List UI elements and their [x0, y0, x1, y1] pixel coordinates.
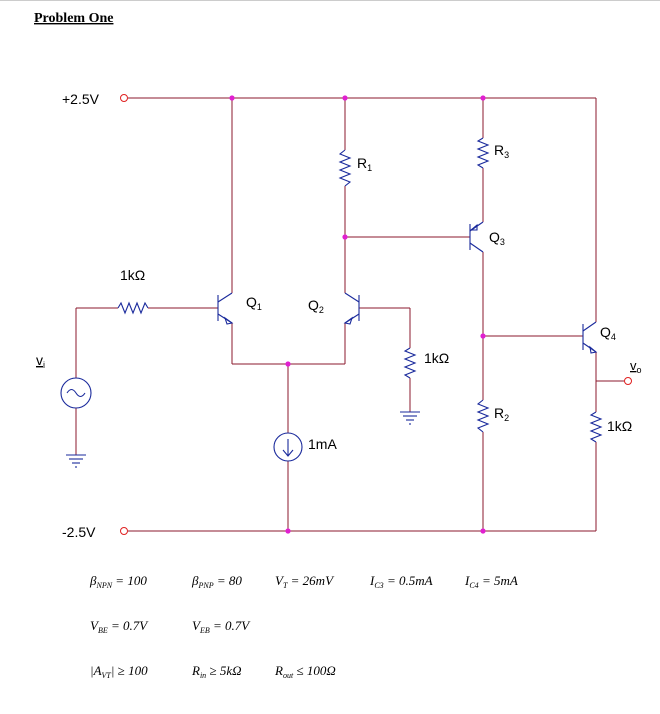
output-label: vo: [630, 358, 642, 375]
input-resistor-label: 1kΩ: [120, 267, 145, 283]
spec-vt: VT = 26mV: [275, 573, 335, 590]
spec-rout: Rout ≤ 100Ω: [274, 663, 336, 680]
q4-label: Q4: [600, 324, 616, 342]
q4-transistor-symbol: [582, 321, 598, 354]
input-label: vi: [36, 352, 45, 370]
supply-pos-label: +2.5V: [62, 91, 100, 107]
spec-ic3: IC3 = 0.5mA: [369, 573, 433, 590]
q3-label: Q3: [489, 229, 505, 247]
input-resistor-symbol: [117, 301, 149, 315]
q2-label: Q2: [308, 297, 324, 315]
r1-label: R1: [357, 155, 372, 173]
ground-icon: [400, 411, 420, 425]
q2-base-resistor-label: 1kΩ: [424, 350, 449, 366]
q1-transistor-symbol: [217, 292, 234, 330]
load-resistor-label: 1kΩ: [607, 418, 632, 434]
output-terminal: [624, 377, 632, 385]
spec-ic4: IC4 = 5mA: [464, 573, 518, 590]
load-resistor-symbol: [589, 411, 603, 443]
q3-transistor-symbol: [469, 221, 484, 253]
spec-veb: VEB = 0.7V: [192, 618, 251, 635]
current-source-label: 1mA: [308, 436, 337, 452]
r3-resistor-symbol: [476, 137, 490, 169]
spec-rin: Rin ≥ 5kΩ: [191, 663, 242, 680]
supply-neg-label: -2.5V: [62, 524, 96, 540]
q2-base-resistor-symbol: [403, 347, 417, 379]
ground-icon: [66, 454, 86, 468]
specifications: βNPN = 100 βPNP = 80 VT = 26mV IC3 = 0.5…: [89, 573, 518, 680]
spec-beta-npn: βNPN = 100: [89, 573, 147, 590]
supply-pos-terminal: [120, 94, 128, 102]
r2-resistor-symbol: [476, 399, 490, 433]
junction-nodes: [229, 95, 486, 534]
q1-label: Q1: [246, 294, 262, 312]
spec-vbe: VBE = 0.7V: [90, 618, 149, 635]
current-source-icon: [273, 432, 303, 462]
r3-label: R3: [494, 142, 509, 160]
problem-title: Problem One: [34, 11, 113, 26]
spec-beta-pnp: βPNP = 80: [191, 573, 242, 590]
wires: [75, 97, 624, 532]
r2-label: R2: [494, 405, 509, 423]
r1-resistor-symbol: [338, 149, 352, 187]
ac-source-icon: [60, 377, 92, 409]
supply-neg-terminal: [120, 527, 128, 535]
q2-transistor-symbol: [343, 292, 360, 330]
spec-avt: |AVT| ≥ 100: [90, 663, 148, 680]
